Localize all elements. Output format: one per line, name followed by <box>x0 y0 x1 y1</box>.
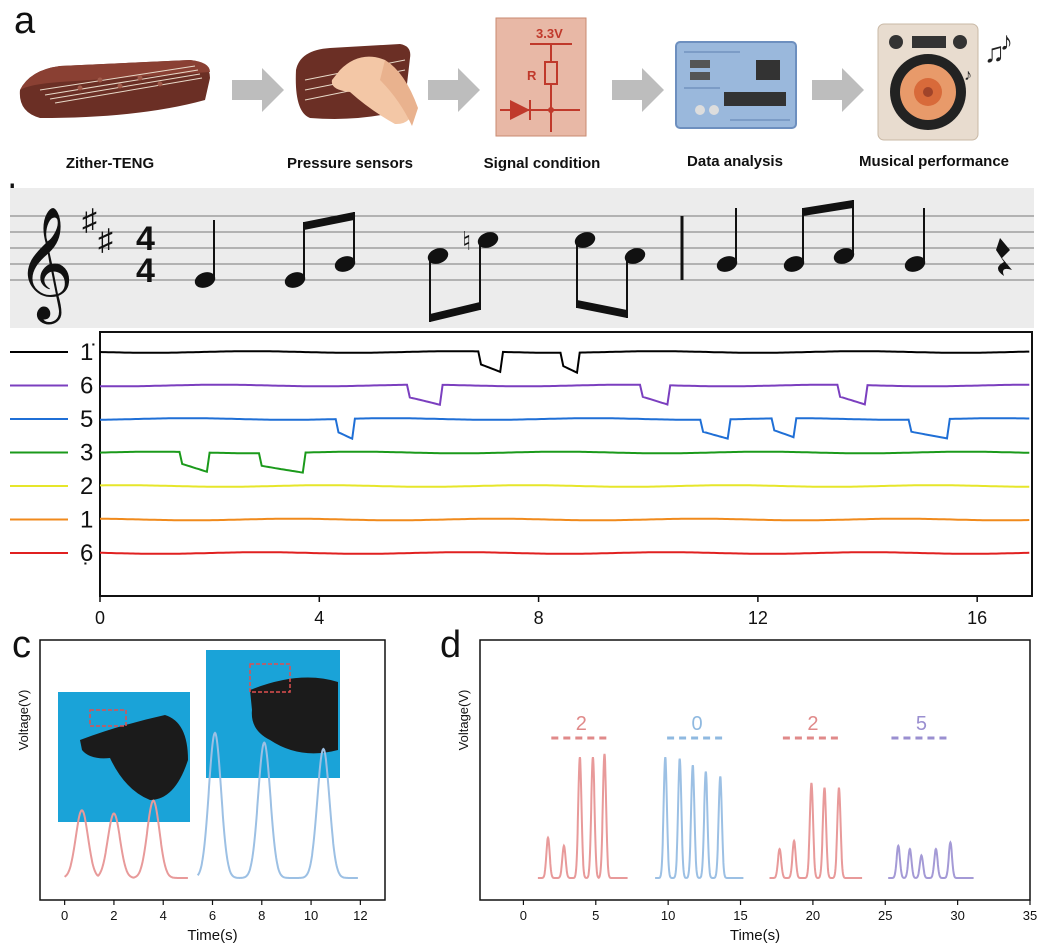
legend-label: 6̣ <box>80 540 93 567</box>
svg-text:♮: ♮ <box>462 226 471 256</box>
step-label-signal-condition: Signal condition <box>483 155 601 172</box>
note-eighth-pair <box>783 200 855 272</box>
signal-line <box>100 551 1030 555</box>
voltage-line <box>63 799 188 879</box>
digit-label: 5 <box>916 713 927 735</box>
signal-line <box>99 350 1030 375</box>
music-notes-icon: ♫ ♪ ♪ <box>964 26 1013 84</box>
arrow-icon-4 <box>812 68 864 112</box>
string-signals-chart: 0 4 8 12 16 1̇ 6 5 3 2 1 6̣ <box>10 331 1033 628</box>
note-quarter <box>904 208 926 272</box>
panel-label-d: d <box>440 624 462 666</box>
voltage-line <box>769 782 863 879</box>
x-tick-label: 8 <box>534 608 544 628</box>
x-tick-label: 12 <box>353 908 367 923</box>
x-tick-label: 16 <box>967 608 987 628</box>
legend-label: 5 <box>80 406 93 433</box>
legend-label: 3 <box>80 440 93 467</box>
note-eighth-pair <box>284 212 356 288</box>
signal-line <box>100 484 1030 488</box>
plot-frame <box>479 639 1031 901</box>
arrow-icon-1 <box>232 68 284 112</box>
note-eighth-pair: ♮ <box>427 226 499 322</box>
step-label-zither-teng: Zither-TENG <box>65 155 155 172</box>
x-axis-label: Time(s) <box>730 927 780 944</box>
x-tick-label: 2 <box>110 908 117 923</box>
photo-inset-finger-tap <box>58 692 190 822</box>
circuit-resistor-label: R <box>527 68 537 83</box>
signal-condition-circuit: 3.3V R <box>495 17 587 137</box>
x-tick-label: 30 <box>950 908 964 923</box>
svg-text:♪: ♪ <box>964 67 972 84</box>
voltage-line <box>537 753 628 880</box>
note-eighth-pair <box>574 232 646 318</box>
voltage-line <box>196 731 358 880</box>
svg-text:♫: ♫ <box>984 37 1005 68</box>
x-tick-label: 0 <box>61 908 68 923</box>
panel-label-a: a <box>14 0 36 42</box>
zither-image <box>19 60 211 118</box>
music-staff: 𝄞 ♯ ♯ 4 4 ♮ <box>10 188 1034 328</box>
pipeline-illustrations: 3.3V R ♫ ♪ ♪ <box>19 17 1013 141</box>
sharp-icon: ♯ <box>82 204 97 237</box>
x-tick-label: 4 <box>160 908 167 923</box>
signal-line <box>100 417 1030 441</box>
photo-inset-knuckle-tap <box>206 650 340 778</box>
x-tick-label: 5 <box>592 908 599 923</box>
data-analysis-board <box>675 41 797 129</box>
svg-text:♪: ♪ <box>1000 26 1013 56</box>
arrow-icon-2 <box>428 68 480 112</box>
x-tick-label: 25 <box>878 908 892 923</box>
voltage-line <box>888 840 974 879</box>
x-tick-label: 6 <box>209 908 216 923</box>
signal-line <box>100 383 1030 407</box>
step-label-data-analysis: Data analysis <box>687 153 783 170</box>
time-signature-bottom: 4 <box>136 252 155 290</box>
x-tick-label: 0 <box>520 908 527 923</box>
note-quarter <box>194 220 216 288</box>
y-axis-label: Voltage(V) <box>16 690 31 751</box>
sharp-icon: ♯ <box>98 224 113 257</box>
x-tick-label: 10 <box>304 908 318 923</box>
quarter-rest-icon <box>996 238 1012 276</box>
legend-label: 1 <box>80 507 93 534</box>
x-tick-label: 15 <box>733 908 747 923</box>
staff-lines <box>10 215 1034 281</box>
time-signature-top: 4 <box>136 220 155 258</box>
x-tick-label: 0 <box>95 608 105 628</box>
plot-frame <box>99 331 1033 597</box>
treble-clef-icon: 𝄞 <box>16 207 74 325</box>
x-tick-label: 4 <box>314 608 324 628</box>
legend-label: 2 <box>80 473 93 500</box>
voltage-line <box>655 756 744 879</box>
step-label-pressure-sensors: Pressure sensors <box>287 155 413 172</box>
x-tick-label: 8 <box>258 908 265 923</box>
digit-label: 2 <box>576 713 587 735</box>
arrow-icons <box>232 68 864 112</box>
note-quarter <box>716 208 738 272</box>
pressure-sensor-image <box>295 44 418 126</box>
x-tick-label: 35 <box>1023 908 1037 923</box>
x-axis-label: Time(s) <box>187 927 237 944</box>
signal-line <box>99 517 1030 522</box>
panel-label-c: c <box>12 624 31 666</box>
arrow-icon-3 <box>612 68 664 112</box>
x-tick-label: 12 <box>748 608 768 628</box>
x-tick-label: 20 <box>806 908 820 923</box>
step-label-musical-performance: Musical performance <box>858 153 1010 170</box>
legend-label: 6 <box>80 373 93 400</box>
legend-label: 1̇ <box>80 339 95 366</box>
y-axis-label: Voltage(V) <box>456 690 471 751</box>
digit-label: 0 <box>692 713 703 735</box>
speaker-image <box>877 23 979 141</box>
digit-label: 2 <box>807 713 818 735</box>
x-tick-label: 10 <box>661 908 675 923</box>
signal-line <box>99 450 1030 474</box>
circuit-voltage-label: 3.3V <box>536 26 563 41</box>
